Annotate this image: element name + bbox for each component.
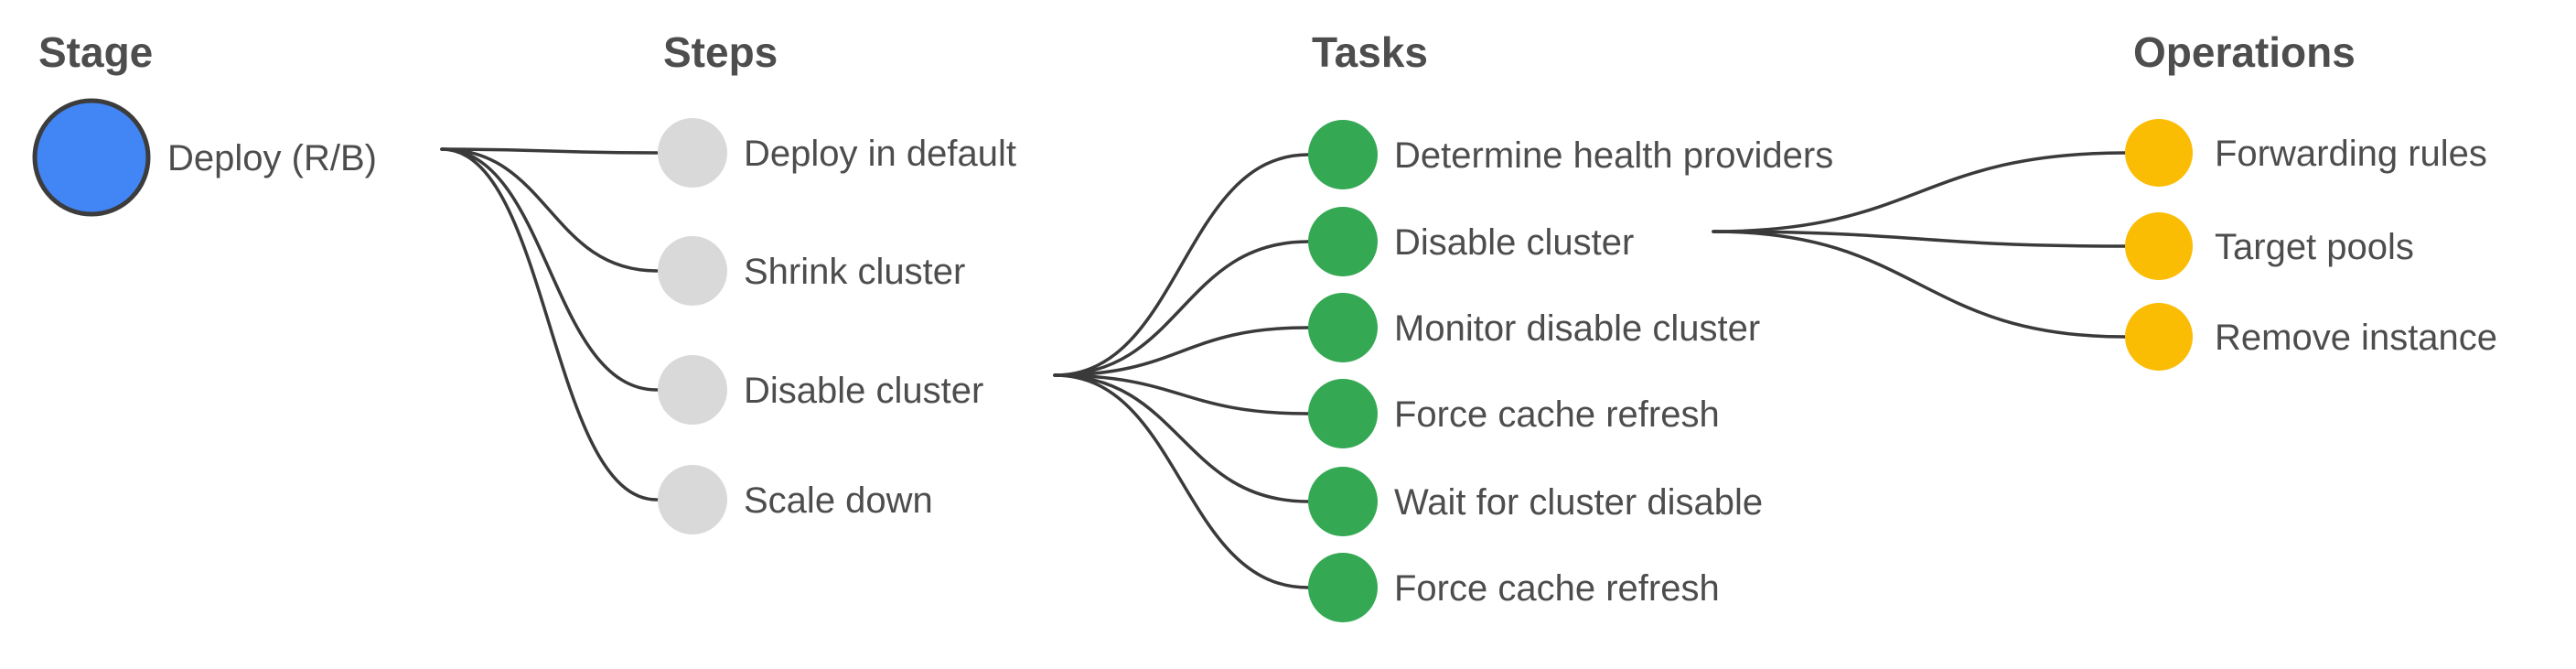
- task-node-circle[interactable]: [1308, 120, 1378, 189]
- task-node-circle[interactable]: [1308, 379, 1378, 448]
- task-node-label: Wait for cluster disable: [1394, 482, 1763, 523]
- column-header-stage: Stage: [38, 28, 153, 76]
- edge-disable-cluster-to-wait-for-cluster-disable: [1053, 373, 1310, 503]
- node-step-scale-down[interactable]: Scale down: [658, 465, 933, 534]
- node-step-disable-cluster[interactable]: Disable cluster: [658, 355, 983, 425]
- edge-deploy-rb-to-deploy-in-default: [440, 147, 659, 155]
- task-node-label: Force cache refresh: [1394, 568, 1720, 609]
- edge-deploy-rb-to-disable-cluster: [440, 147, 659, 392]
- operation-node-circle[interactable]: [2125, 303, 2193, 371]
- step-node-label: Scale down: [744, 480, 933, 521]
- edge-disable-cluster-task-to-target-pools: [1712, 230, 2127, 248]
- node-step-deploy-in-default[interactable]: Deploy in default: [658, 118, 1016, 188]
- task-node-circle[interactable]: [1308, 293, 1378, 362]
- node-task-monitor-disable-cluster[interactable]: Monitor disable cluster: [1308, 293, 1760, 362]
- edge-group-tasks-to-operations: [1712, 151, 2127, 339]
- operation-node-circle[interactable]: [2125, 212, 2193, 280]
- step-node-circle[interactable]: [658, 236, 727, 306]
- node-task-determine-health-providers[interactable]: Determine health providers: [1308, 120, 1833, 189]
- task-node-circle[interactable]: [1308, 467, 1378, 536]
- edge-group-steps-to-tasks: [1053, 153, 1310, 589]
- edge-deploy-rb-to-scale-down: [440, 147, 659, 502]
- column-header-operations: Operations: [2133, 28, 2356, 76]
- edge-disable-cluster-to-force-cache-refresh-1: [1053, 373, 1310, 415]
- edge-disable-cluster-to-determine-health-providers: [1053, 153, 1310, 377]
- node-task-wait-for-cluster-disable[interactable]: Wait for cluster disable: [1308, 467, 1763, 536]
- node-task-force-cache-refresh-2[interactable]: Force cache refresh: [1308, 553, 1720, 622]
- step-node-label: Shrink cluster: [744, 252, 965, 292]
- step-node-label: Deploy in default: [744, 134, 1016, 174]
- step-node-circle[interactable]: [658, 355, 727, 425]
- node-operation-remove-instance[interactable]: Remove instance: [2125, 303, 2497, 371]
- operation-node-circle[interactable]: [2125, 119, 2193, 187]
- task-node-label: Monitor disable cluster: [1394, 308, 1760, 349]
- operation-node-label: Target pools: [2215, 227, 2414, 267]
- edge-disable-cluster-to-disable-cluster-task: [1053, 240, 1310, 377]
- operation-node-label: Remove instance: [2215, 318, 2497, 358]
- node-task-force-cache-refresh-1[interactable]: Force cache refresh: [1308, 379, 1720, 448]
- node-stage-deploy-rb[interactable]: Deploy (R/B): [32, 98, 377, 217]
- task-node-circle[interactable]: [1308, 553, 1378, 622]
- edge-disable-cluster-task-to-forwarding-rules: [1712, 151, 2127, 233]
- step-node-circle[interactable]: [658, 118, 727, 188]
- node-task-disable-cluster[interactable]: Disable cluster: [1308, 207, 1634, 276]
- task-node-label: Force cache refresh: [1394, 394, 1720, 435]
- node-step-shrink-cluster[interactable]: Shrink cluster: [658, 236, 965, 306]
- stage-node-label: Deploy (R/B): [167, 138, 377, 178]
- edge-disable-cluster-to-monitor-disable-cluster: [1053, 326, 1310, 377]
- node-operation-forwarding-rules[interactable]: Forwarding rules: [2125, 119, 2487, 187]
- edge-disable-cluster-to-force-cache-refresh-2: [1053, 373, 1310, 589]
- task-node-label: Determine health providers: [1394, 135, 1833, 176]
- node-operation-target-pools[interactable]: Target pools: [2125, 212, 2414, 280]
- step-node-label: Disable cluster: [744, 371, 983, 411]
- step-node-circle[interactable]: [658, 465, 727, 534]
- edge-deploy-rb-to-shrink-cluster: [440, 147, 659, 273]
- column-header-tasks: Tasks: [1312, 28, 1428, 76]
- column-header-steps: Steps: [663, 28, 778, 76]
- task-node-label: Disable cluster: [1394, 222, 1634, 263]
- edge-disable-cluster-task-to-remove-instance: [1712, 230, 2127, 339]
- edge-group-stage-to-steps: [440, 147, 659, 502]
- task-node-circle[interactable]: [1308, 207, 1378, 276]
- operation-node-label: Forwarding rules: [2215, 134, 2487, 174]
- stage-node-circle[interactable]: [32, 98, 151, 217]
